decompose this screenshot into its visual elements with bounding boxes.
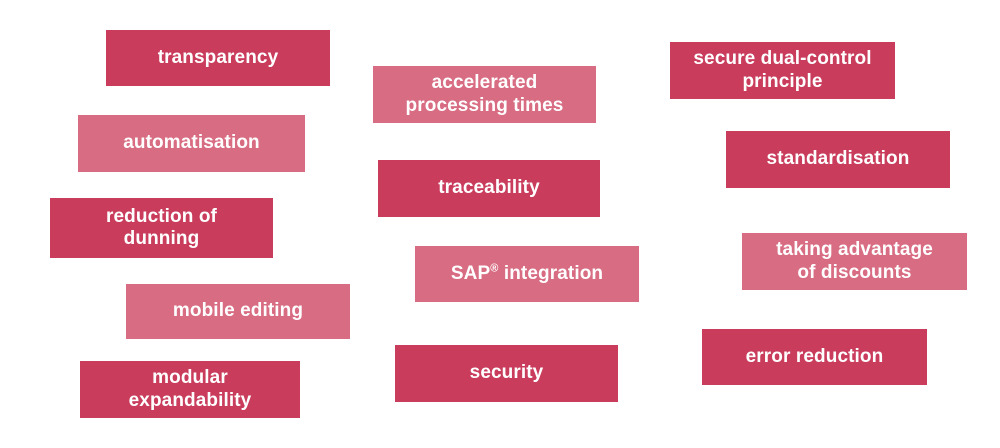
tag-label: security [469, 362, 544, 384]
tag-label: secure dual-control principle [693, 48, 872, 92]
tag-label: mobile editing [172, 300, 304, 322]
tag-reduction-of-dunning: reduction of dunning [50, 198, 273, 258]
tag-standardisation: standardisation [726, 131, 950, 188]
tag-traceability: traceability [378, 160, 600, 217]
tag-sap-integration: SAP® integration [415, 246, 639, 302]
tag-label: reduction of dunning [106, 205, 217, 249]
tag-mobile-editing: mobile editing [126, 284, 350, 339]
tag-label: traceability [438, 177, 540, 199]
tag-label: accelerated processing times [405, 72, 564, 116]
tag-label: error reduction [745, 345, 884, 367]
tag-automatisation: automatisation [78, 115, 305, 172]
tag-label: standardisation [766, 148, 910, 170]
tag-accelerated-processing-times: accelerated processing times [373, 66, 596, 123]
registered-trademark-icon: ® [490, 262, 499, 275]
tag-label: SAP® integration [450, 262, 604, 284]
tag-label: transparency [157, 46, 279, 68]
tag-secure-dual-control-principle: secure dual-control principle [670, 42, 895, 99]
tag-error-reduction: error reduction [702, 329, 927, 385]
tag-label: automatisation [123, 132, 260, 154]
tag-security: security [395, 345, 618, 402]
tag-label: taking advantage of discounts [776, 239, 933, 283]
tag-modular-expandability: modular expandability [80, 361, 300, 418]
tag-transparency: transparency [106, 30, 330, 86]
tag-taking-advantage-of-discounts: taking advantage of discounts [742, 233, 967, 290]
tag-label: modular expandability [128, 367, 252, 411]
